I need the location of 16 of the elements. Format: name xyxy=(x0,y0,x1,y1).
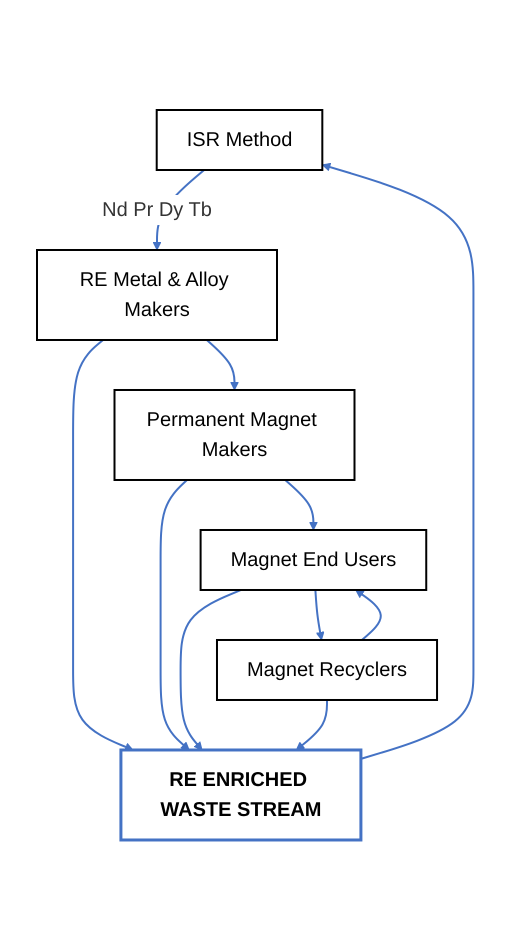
node-box: RE ENRICHED WASTE STREAM xyxy=(119,748,362,841)
arrow xyxy=(159,478,190,750)
arrow xyxy=(206,338,239,390)
arrow xyxy=(179,588,242,750)
node-box: Magnet Recyclers xyxy=(216,638,438,700)
arrow xyxy=(284,478,318,530)
arrow xyxy=(314,589,324,640)
edge-label: Nd Pr Dy Tb xyxy=(102,198,212,220)
arrow xyxy=(72,338,134,750)
arrow xyxy=(355,589,382,640)
arrow xyxy=(296,699,328,750)
node-box: RE Metal & Alloy Makers xyxy=(36,248,278,340)
node-box: Magnet End Users xyxy=(199,528,428,590)
node-box: ISR Method xyxy=(156,108,324,170)
node-box: Permanent Magnet Makers xyxy=(113,388,356,480)
arrow xyxy=(322,162,474,760)
